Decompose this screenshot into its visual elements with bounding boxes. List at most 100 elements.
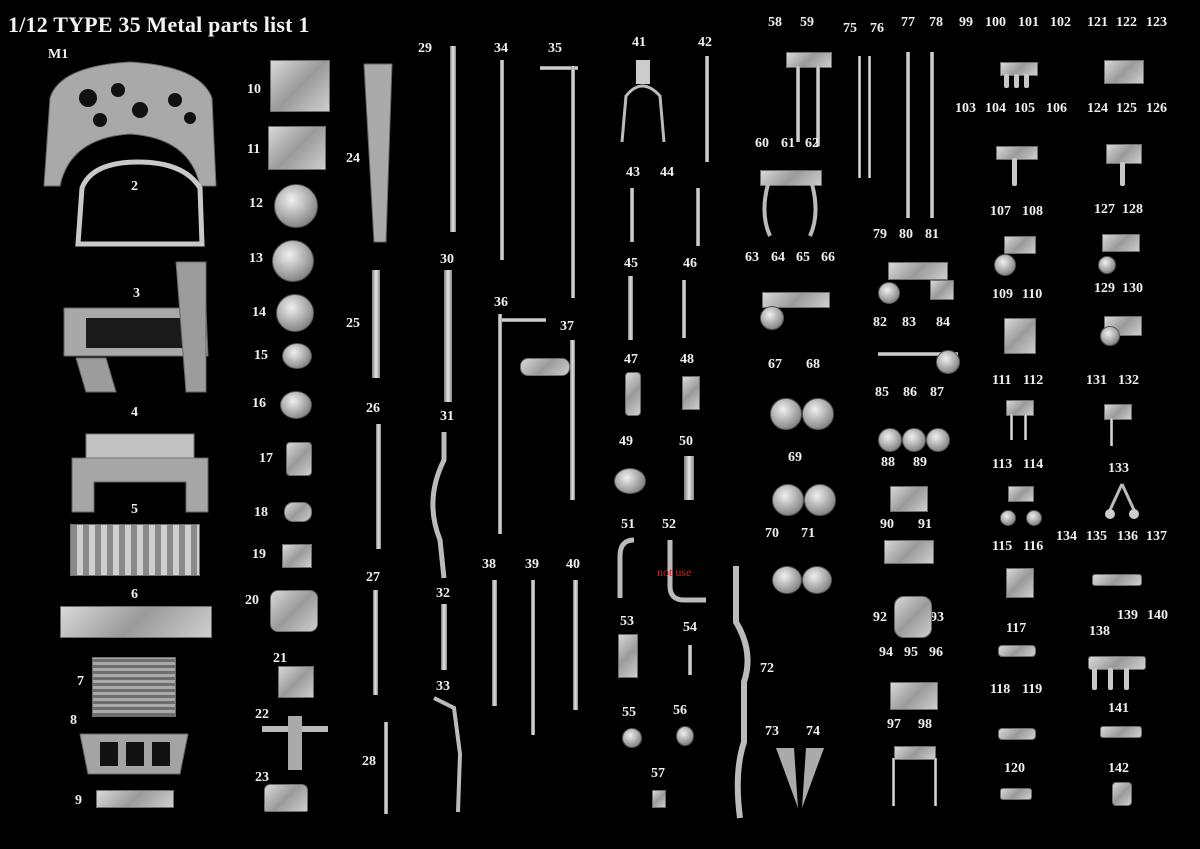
part-17 — [286, 442, 312, 476]
part-55 — [622, 728, 642, 748]
label-42: 42 — [698, 35, 712, 50]
part-37-handle — [520, 358, 570, 376]
part-76-rod — [868, 56, 871, 178]
part-63 — [760, 306, 784, 330]
part-27-shaft — [373, 590, 378, 695]
label-102: 102 — [1050, 15, 1071, 30]
part-4-radiator-mount — [71, 433, 209, 513]
label-130: 130 — [1122, 281, 1143, 296]
part-26-shaft — [376, 424, 381, 549]
label-134: 134 — [1056, 529, 1077, 544]
label-60: 60 — [755, 136, 769, 151]
part-70 — [772, 566, 802, 594]
part-46 — [682, 280, 686, 338]
label-19: 19 — [252, 547, 266, 562]
part-37-rod — [570, 340, 575, 500]
part-99 — [1004, 74, 1009, 88]
part-85 — [878, 428, 902, 452]
part-97-98-block — [894, 746, 936, 760]
label-107: 107 — [990, 204, 1011, 219]
label-66: 66 — [821, 250, 835, 265]
label-99: 99 — [959, 15, 973, 30]
label-111: 111 — [992, 373, 1012, 388]
label-106: 106 — [1046, 101, 1067, 116]
part-71 — [802, 566, 832, 594]
part-29-rod — [450, 46, 456, 232]
label-142: 142 — [1108, 761, 1129, 776]
label-80: 80 — [899, 227, 913, 242]
part-105 — [1012, 158, 1017, 186]
label-76: 76 — [870, 21, 884, 36]
label-115: 115 — [992, 539, 1013, 554]
not-use-note: not use — [657, 565, 692, 579]
label-136: 136 — [1117, 529, 1138, 544]
part-22-stand — [262, 716, 328, 770]
label-129: 129 — [1094, 281, 1115, 296]
part-101 — [1024, 74, 1029, 88]
part-20 — [270, 590, 318, 632]
label-30: 30 — [440, 252, 454, 267]
label-16: 16 — [252, 396, 266, 411]
label-103: 103 — [955, 101, 976, 116]
label-44: 44 — [660, 165, 674, 180]
label-56: 56 — [673, 703, 687, 718]
part-7-grille — [92, 657, 176, 717]
label-40: 40 — [566, 557, 580, 572]
part-109-110 — [1004, 318, 1036, 354]
part-21 — [278, 666, 314, 698]
part-32-axle — [441, 604, 447, 670]
label-109: 109 — [992, 287, 1013, 302]
label-25: 25 — [346, 316, 360, 331]
part-13-cap — [272, 240, 314, 282]
part-138 — [1092, 668, 1097, 690]
part-58-59-block — [786, 52, 832, 68]
label-22: 22 — [255, 707, 269, 722]
label-87: 87 — [930, 385, 944, 400]
label-36: 36 — [494, 295, 508, 310]
label-83: 83 — [902, 315, 916, 330]
part-138-140 — [1088, 656, 1146, 670]
part-58-rod — [796, 66, 800, 142]
label-65: 65 — [796, 250, 810, 265]
label-12: 12 — [249, 196, 263, 211]
part-15-cap — [282, 343, 312, 369]
label-112: 112 — [1023, 373, 1044, 388]
part-115-116 — [1006, 568, 1034, 598]
part-36-arm — [502, 318, 546, 322]
label-17: 17 — [259, 451, 273, 466]
label-46: 46 — [683, 256, 697, 271]
part-79 — [878, 282, 900, 304]
part-57 — [652, 790, 666, 808]
label-26: 26 — [366, 401, 380, 416]
label-75: 75 — [843, 21, 857, 36]
part-103-106-block — [996, 146, 1038, 160]
part-88-89 — [890, 486, 928, 512]
label-131: 131 — [1086, 373, 1107, 388]
label-105: 105 — [1014, 101, 1035, 116]
part-35-rod — [571, 66, 575, 298]
part-12-gear — [274, 184, 318, 228]
part-3-chassis — [63, 261, 209, 393]
part-127 — [1098, 256, 1116, 274]
label-73: 73 — [765, 724, 779, 739]
part-92-93 — [894, 596, 932, 638]
part-25-bracket — [372, 270, 380, 378]
part-99-102-block — [1000, 62, 1038, 76]
label-92: 92 — [873, 610, 887, 625]
label-57: 57 — [651, 766, 665, 781]
label-47: 47 — [624, 352, 638, 367]
part-129 — [1100, 326, 1120, 346]
label-5: 5 — [131, 502, 138, 517]
label-93: 93 — [930, 610, 944, 625]
label-32: 32 — [436, 586, 450, 601]
label-8: 8 — [70, 713, 77, 728]
label-123: 123 — [1146, 15, 1167, 30]
label-72: 72 — [760, 661, 774, 676]
label-122: 122 — [1116, 15, 1137, 30]
label-90: 90 — [880, 517, 894, 532]
label-61: 61 — [781, 136, 795, 151]
part-38-rod — [492, 580, 497, 706]
part-54 — [688, 645, 692, 675]
part-86 — [902, 428, 926, 452]
label-31: 31 — [440, 409, 454, 424]
